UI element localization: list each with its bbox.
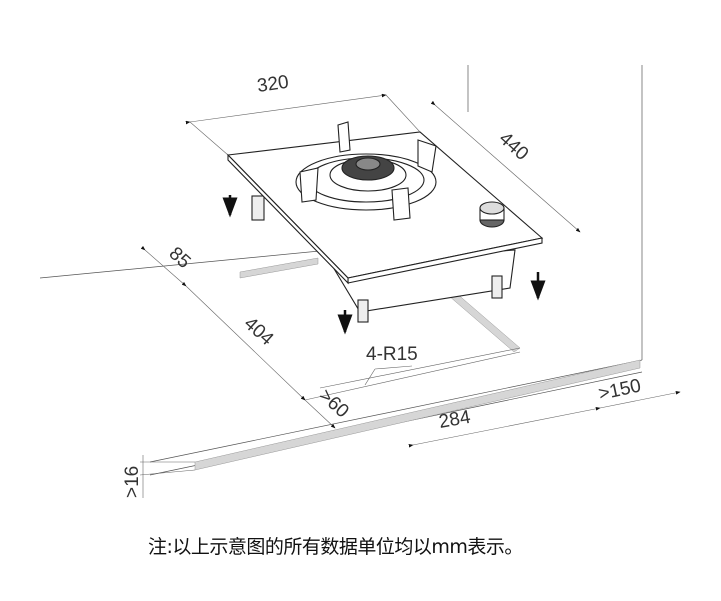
- dim-cutout-width: 284: [437, 407, 472, 433]
- dim-height-below: 85: [165, 243, 195, 273]
- dim-depth: 440: [495, 128, 533, 165]
- dim-width: 320: [256, 72, 290, 97]
- dim-cutout-depth: 404: [240, 313, 278, 350]
- hob: [226, 121, 544, 323]
- units-note: 注:以上示意图的所有数据单位均以mm表示。: [148, 536, 523, 558]
- down-arrows: [222, 195, 546, 335]
- dim-corner-radius: 4-R15: [366, 344, 418, 365]
- dimension-lines: [139, 93, 681, 498]
- countertop-edge: [194, 359, 641, 471]
- dim-counter-thickness: >16: [122, 466, 143, 498]
